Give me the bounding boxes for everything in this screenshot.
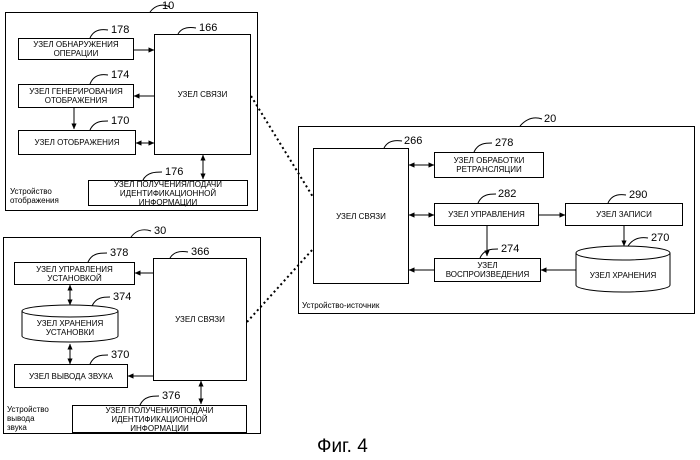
ref-sound-output-device: 30	[154, 225, 166, 237]
figure-caption: Фиг. 4	[317, 436, 368, 458]
block-playback: УЗЕЛ ВОСПРОИЗВЕДЕНИЯ	[434, 258, 541, 282]
ref-sound-output: 370	[111, 349, 129, 361]
block-recording: УЗЕЛ ЗАПИСИ	[565, 203, 683, 226]
ref-communication-10: 166	[199, 22, 217, 34]
block-settings-control: УЗЕЛ УПРАВЛЕНИЯ УСТАНОВКОЙ	[14, 262, 135, 285]
leader-20	[520, 118, 542, 126]
block-control: УЗЕЛ УПРАВЛЕНИЯ	[434, 203, 539, 226]
block-identification-30: УЗЕЛ ПОЛУЧЕНИЯ/ПОДАЧИ ИДЕНТИФИКАЦИОННОЙ …	[72, 405, 247, 433]
ref-control: 282	[498, 188, 516, 200]
ref-settings-control: 378	[110, 247, 128, 259]
ref-source-device: 20	[544, 113, 556, 125]
label-display-device: Устройство отображения	[10, 187, 59, 205]
ref-display-generation: 174	[111, 69, 129, 81]
block-sound-output: УЗЕЛ ВЫВОДА ЗВУКА	[14, 364, 128, 388]
label-sound-output-device: Устройство вывода звука	[7, 405, 49, 432]
ref-storage: 270	[651, 232, 669, 244]
block-relay-processing: УЗЕЛ ОБРАБОТКИ РЕТРАНСЛЯЦИИ	[434, 152, 544, 178]
ref-identification-10: 176	[165, 166, 183, 178]
ref-settings-storage: 374	[113, 291, 131, 303]
block-communication-10: УЗЕЛ СВЯЗИ	[154, 34, 251, 155]
block-storage: УЗЕЛ ХРАНЕНИЯ	[576, 253, 670, 289]
block-communication-30: УЗЕЛ СВЯЗИ	[153, 258, 247, 381]
ref-display-device: 10	[162, 0, 174, 12]
ref-identification-30: 376	[162, 390, 180, 402]
ref-display-unit: 170	[111, 115, 129, 127]
label-source-device: Устройство-источник	[302, 301, 379, 310]
ref-communication-20: 266	[404, 135, 422, 147]
block-display-unit: УЗЕЛ ОТОБРАЖЕНИЯ	[18, 130, 136, 155]
ref-playback: 274	[501, 243, 519, 255]
ref-communication-30: 366	[191, 246, 209, 258]
ref-recording: 290	[629, 189, 647, 201]
ref-relay-processing: 278	[495, 137, 513, 149]
block-display-generation: УЗЕЛ ГЕНЕРИРОВАНИЯ ОТОБРАЖЕНИЯ	[18, 84, 134, 108]
block-identification-10: УЗЕЛ ПОЛУЧЕНИЯ/ПОДАЧИ ИДЕНТИФИКАЦИОННОЙ …	[88, 180, 248, 206]
ref-operation-detection: 178	[111, 24, 129, 36]
leader-30	[131, 230, 151, 237]
block-operation-detection: УЗЕЛ ОБНАРУЖЕНИЯ ОПЕРАЦИИ	[18, 38, 134, 60]
block-communication-20: УЗЕЛ СВЯЗИ	[313, 148, 409, 284]
block-settings-storage: УЗЕЛ ХРАНЕНИЯ УСТАНОВКИ	[22, 305, 118, 343]
